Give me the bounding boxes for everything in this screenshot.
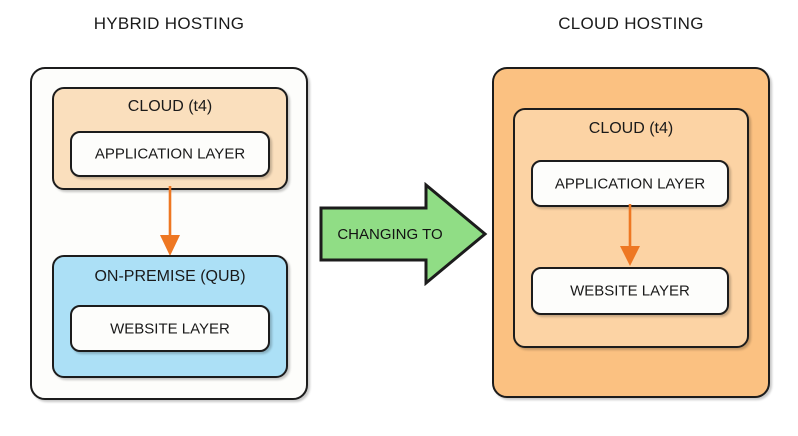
cloud-website-layer-box: WEBSITE LAYER: [531, 267, 729, 315]
hybrid-onpremise-label: ON-PREMISE (QUB): [94, 268, 246, 285]
cloud-application-layer-box: APPLICATION LAYER: [531, 160, 729, 207]
hybrid-application-layer-box: APPLICATION LAYER: [70, 131, 270, 177]
hybrid-cloud-label: CLOUD (t4): [127, 98, 213, 115]
cloud-hosting-cloud-label: CLOUD (t4): [588, 120, 674, 137]
hybrid-application-layer-label: APPLICATION LAYER: [94, 145, 246, 163]
left-panel-title: HYBRID HOSTING: [93, 14, 245, 33]
cloud-application-layer-label: APPLICATION LAYER: [554, 175, 706, 192]
changing-to-arrow-icon: [319, 182, 488, 286]
hybrid-website-layer-box: WEBSITE LAYER: [70, 305, 270, 352]
hybrid-website-layer-label: WEBSITE LAYER: [110, 320, 230, 337]
right-panel-title: CLOUD HOSTING: [558, 14, 704, 33]
cloud-website-layer-label: WEBSITE LAYER: [570, 282, 690, 300]
